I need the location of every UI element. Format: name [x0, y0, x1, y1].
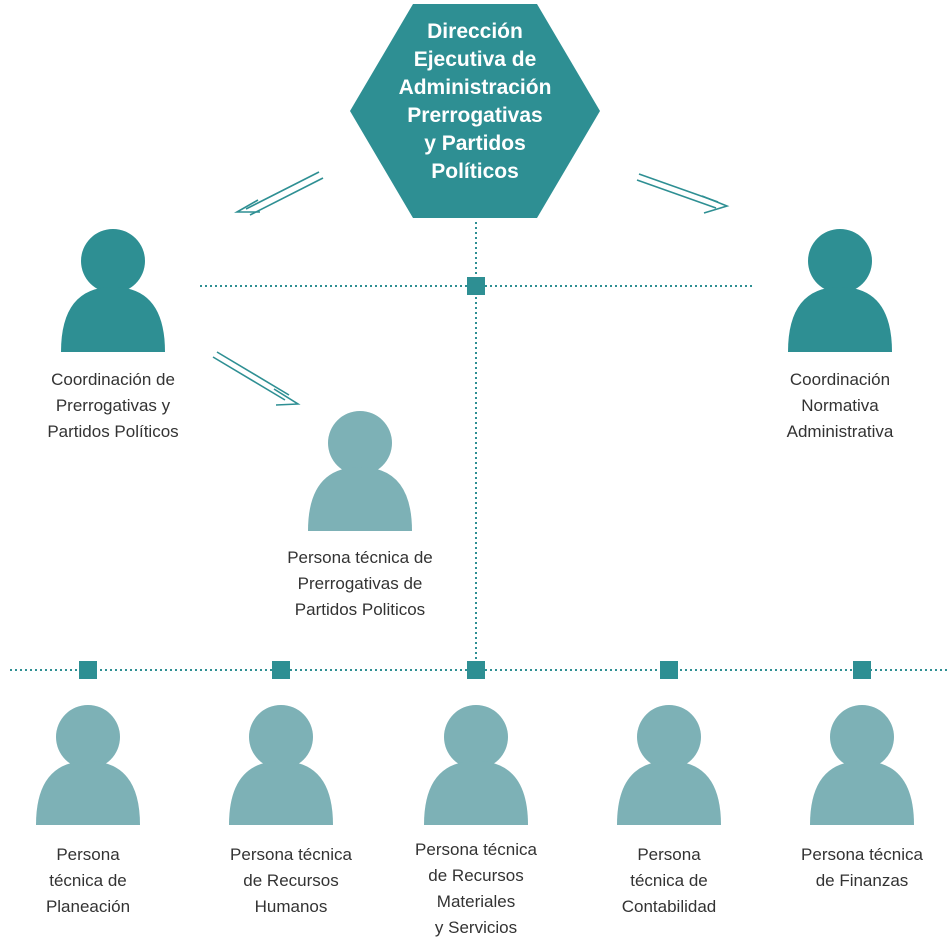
label-line: Humanos	[254, 897, 328, 916]
person-icon-left-coordination	[61, 229, 165, 352]
bottom-label-1: Persona técnica de Planeación	[8, 842, 168, 920]
label-line: Partidos Políticos	[47, 422, 179, 441]
person-icon-bottom-1	[36, 705, 140, 825]
head-hexagon	[350, 4, 600, 218]
label-line: Persona técnica de	[287, 548, 433, 567]
label-line: de Recursos	[243, 871, 339, 890]
junction-node-bottom-5	[853, 661, 871, 679]
arrow-head-to-right-coordination	[636, 173, 730, 214]
label-line: de Recursos	[428, 866, 524, 885]
left-coordination-label: Coordinación de Prerrogativas y Partidos…	[13, 367, 213, 445]
person-icon-right-coordination	[788, 229, 892, 352]
label-line: técnica de	[630, 871, 708, 890]
junction-node-bottom-4	[660, 661, 678, 679]
label-line: Persona técnica	[230, 845, 352, 864]
head-title-line: Prerrogativas	[407, 104, 543, 127]
label-line: y Servicios	[434, 918, 518, 937]
middle-technician-label: Persona técnica de Prerrogativas de Part…	[255, 545, 465, 623]
label-line: Normativa	[801, 396, 879, 415]
label-line: Persona	[56, 845, 120, 864]
arrow-head-to-left-coordination	[233, 171, 324, 216]
label-line: de Finanzas	[815, 871, 909, 890]
person-icon-bottom-4	[617, 705, 721, 825]
bottom-label-3: Persona técnica de Recursos Materiales y…	[391, 837, 561, 941]
label-line: Coordinación de	[51, 370, 175, 389]
label-line: Partidos Politicos	[294, 600, 426, 619]
right-coordination-label: Coordinación Normativa Administrativa	[760, 367, 920, 445]
label-line: Prerrogativas de	[297, 574, 423, 593]
label-line: Administrativa	[786, 422, 894, 441]
bottom-label-4: Persona técnica de Contabilidad	[589, 842, 749, 920]
person-icon-middle-technician	[308, 411, 412, 531]
label-line: Persona técnica	[801, 845, 923, 864]
person-icon-bottom-2	[229, 705, 333, 825]
head-title: Dirección Ejecutiva de Administración Pr…	[360, 18, 590, 186]
bottom-label-2: Persona técnica de Recursos Humanos	[206, 842, 376, 920]
head-title-line: Ejecutiva de	[413, 48, 537, 71]
arrow-coordination-to-technician	[212, 351, 301, 406]
label-line: Coordinación	[789, 370, 891, 389]
head-title-line: Políticos	[431, 160, 519, 183]
person-icon-bottom-3	[424, 705, 528, 825]
label-line: Persona técnica	[415, 840, 537, 859]
label-line: Prerrogativas y	[55, 396, 171, 415]
junction-node-bottom-2	[272, 661, 290, 679]
head-title-line: Administración	[398, 76, 552, 99]
head-title-line: Dirección	[427, 20, 523, 43]
label-line: Materiales	[436, 892, 516, 911]
bottom-label-5: Persona técnica de Finanzas	[782, 842, 942, 894]
junction-node-bottom-1	[79, 661, 97, 679]
head-title-line: y Partidos	[424, 132, 526, 155]
junction-node-bottom-3	[467, 661, 485, 679]
label-line: Planeación	[45, 897, 131, 916]
person-icon-bottom-5	[810, 705, 914, 825]
junction-node-upper	[467, 277, 485, 295]
label-line: Persona	[637, 845, 701, 864]
label-line: técnica de	[49, 871, 127, 890]
label-line: Contabilidad	[621, 897, 717, 916]
